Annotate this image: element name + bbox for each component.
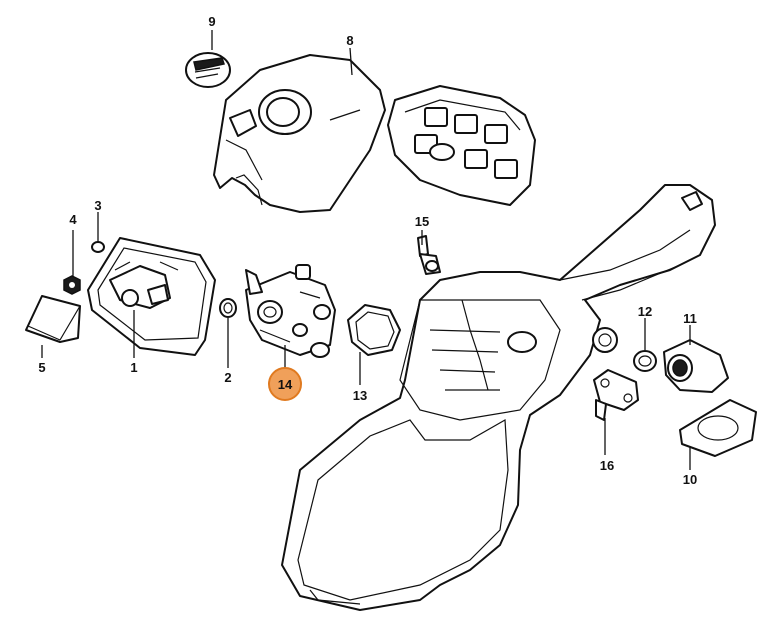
ring12-part — [633, 350, 657, 372]
handle-housing — [281, 184, 716, 611]
callout-1: 1 — [130, 360, 137, 375]
top-cover-part — [213, 54, 386, 213]
cap-part — [185, 52, 231, 88]
carb-box-part — [87, 237, 216, 356]
callout-16: 16 — [600, 458, 614, 473]
callout-8: 8 — [346, 33, 353, 48]
leader-lines — [41, 30, 691, 470]
filter-part — [387, 85, 536, 206]
callout-15: 15 — [415, 214, 429, 229]
callout-11: 11 — [683, 311, 697, 326]
callout-2: 2 — [224, 370, 231, 385]
callout-5: 5 — [38, 360, 45, 375]
screw-part — [417, 235, 441, 275]
nut-part — [63, 275, 81, 295]
callout-13: 13 — [353, 388, 367, 403]
block-part — [25, 295, 81, 343]
boot-part — [663, 339, 729, 393]
callout-14: 14 — [278, 377, 293, 392]
callout-9: 9 — [208, 14, 215, 29]
ring-part — [91, 241, 105, 253]
callout-12: 12 — [638, 304, 652, 319]
carburetor-part — [245, 264, 336, 358]
bushing-part — [219, 298, 237, 318]
plate-part — [679, 399, 757, 457]
flange-part — [593, 369, 639, 421]
callout-10: 10 — [683, 472, 697, 487]
highlight-circle — [268, 367, 302, 401]
callout-4: 4 — [69, 212, 77, 227]
callout-3: 3 — [94, 198, 101, 213]
gasket-part — [347, 304, 401, 356]
